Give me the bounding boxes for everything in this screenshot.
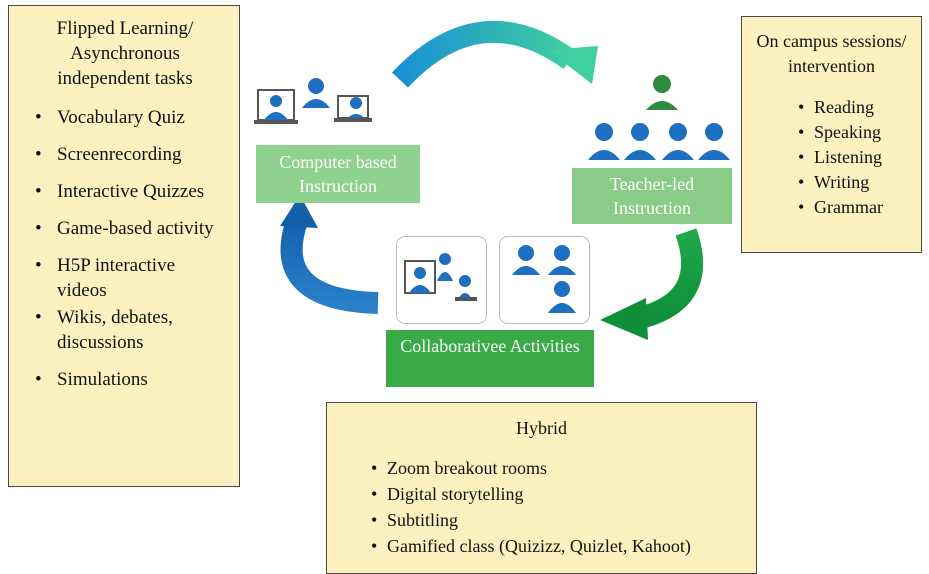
list-item: Writing (754, 170, 909, 195)
hybrid-title: Hybrid (516, 418, 567, 438)
arrow-top-head (548, 46, 598, 84)
group-tile (499, 236, 590, 324)
on-campus-box: On campus sessions/ intervention Reading… (741, 16, 922, 253)
hybrid-list: Zoom breakout rooms Digital storytelling… (343, 455, 740, 559)
flipped-learning-box: Flipped Learning/ Asynchronous independe… (8, 5, 240, 487)
students-group-icon (588, 123, 730, 160)
arrow-top (391, 21, 577, 88)
list-item: Interactive Quizzes (25, 179, 225, 204)
computer-user-icon (254, 89, 298, 124)
list-item: Reading (754, 95, 909, 120)
on-campus-title: On campus sessions/ intervention (756, 31, 907, 76)
on-campus-list: Reading Speaking Listening Writing Gramm… (754, 95, 909, 220)
list-item: Digital storytelling (343, 481, 740, 507)
list-item: Speaking (754, 120, 909, 145)
list-item: Zoom breakout rooms (343, 455, 740, 481)
list-item: Listening (754, 145, 909, 170)
list-item: Vocabulary Quiz (25, 105, 225, 130)
collaborative-activities-label: Collaborativee Activities (386, 330, 594, 387)
arrow-right-head (600, 298, 648, 340)
list-item: Game-based activity (25, 216, 225, 241)
laptop-user-icon (334, 95, 372, 122)
list-item: Screenrecording (25, 142, 225, 167)
list-item: Wikis, debates, discussions (25, 305, 225, 355)
list-item: Gamified class (Quizizz, Quizlet, Kahoot… (343, 533, 740, 559)
hybrid-box: Hybrid Zoom breakout rooms Digital story… (326, 402, 757, 574)
teacher-icon (646, 75, 678, 110)
list-item: H5P interactive videos (25, 253, 225, 303)
computer-pair-icon (404, 253, 477, 301)
learner-icon (302, 78, 330, 108)
arrow-left-head (280, 195, 318, 228)
group-icon (512, 245, 576, 313)
arrow-left (280, 214, 379, 314)
list-item: Grammar (754, 195, 909, 220)
flipped-learning-list: Vocabulary Quiz Screenrecording Interact… (25, 105, 225, 392)
computer-pair-tile (396, 236, 487, 324)
flipped-learning-title: Flipped Learning/ Asynchronous independe… (56, 18, 194, 89)
arrow-right (636, 228, 704, 329)
list-item: Simulations (25, 367, 225, 392)
list-item: Subtitling (343, 507, 740, 533)
computer-based-instruction-label: Computer based Instruction (256, 145, 420, 203)
teacher-led-instruction-label: Teacher-led Instruction (572, 168, 732, 224)
